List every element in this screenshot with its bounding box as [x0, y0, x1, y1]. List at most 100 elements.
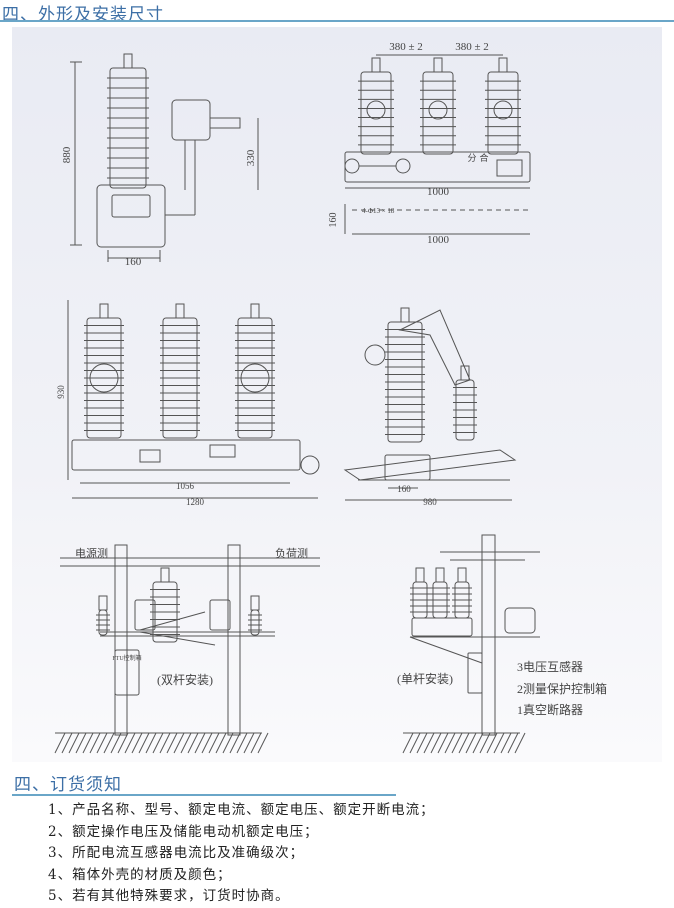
dim-holes: 4-Φ13 × 18	[362, 207, 395, 215]
drawing-box	[496, 159, 523, 177]
drawing-line	[229, 732, 241, 754]
drawing-box	[487, 71, 519, 155]
drawing-panel	[12, 27, 662, 762]
list-item: 4、箱体外壳的材质及颜色；	[48, 866, 232, 883]
drawing-line	[243, 732, 255, 754]
load-side-label: 负荷测	[275, 546, 308, 560]
title-divider	[0, 20, 674, 22]
drawing-box	[71, 439, 301, 471]
drawing-line	[472, 732, 484, 754]
side-view-drawing: 880 330 160	[61, 146, 257, 268]
drawing-line	[152, 732, 164, 754]
drawing-circle	[344, 158, 360, 174]
drawing-line	[54, 732, 66, 754]
isolator-side-drawing: 160 980	[397, 484, 437, 507]
terminal	[415, 567, 425, 583]
drawing-box	[209, 444, 236, 458]
ordering-divider	[12, 794, 396, 796]
operating-arm	[398, 309, 471, 386]
drawing-box	[209, 117, 241, 129]
terminal	[400, 307, 410, 323]
drawing-line	[96, 732, 108, 754]
terminal	[498, 57, 508, 73]
terminal	[99, 303, 109, 319]
drawing-line	[103, 732, 115, 754]
drawing-box	[422, 71, 454, 155]
drawing-line	[201, 732, 213, 754]
terminal	[457, 567, 467, 583]
drawing-line	[75, 732, 87, 754]
drawing-line	[131, 732, 143, 754]
front-view-drawing: 380 ± 2 380 ± 2 1000 160 4-Φ13 × 18 1000…	[328, 41, 489, 246]
drawing-box	[250, 609, 260, 636]
source-side-label: 电源测	[75, 546, 108, 560]
double-pole-caption: (双杆安装)	[157, 672, 213, 687]
drawing-line	[409, 732, 421, 754]
dim-ct-330: 330	[245, 149, 257, 166]
double-pole-installation: 电源测 负荷测 (双杆安装) FTU控制箱	[75, 546, 308, 687]
ordering-notes-list: 1、产品名称、型号、额定电流、额定电压、额定开断电流； 2、额定操作电压及储能电…	[48, 800, 435, 908]
dim-width-1056: 1056	[176, 481, 195, 491]
terminal	[123, 53, 133, 69]
legend-item-1: 1真空断路器	[517, 702, 583, 717]
terminal	[371, 57, 381, 73]
base-frame	[343, 449, 517, 481]
dim-width-980: 980	[423, 497, 437, 507]
drawing-box	[98, 609, 108, 636]
drawing-circle	[395, 158, 411, 174]
drawing-box	[360, 71, 392, 155]
drawing-box	[111, 194, 151, 218]
isolator-front-drawing: 930 1056 1280	[56, 385, 205, 507]
drawing-box	[139, 449, 161, 463]
drawing-line	[222, 732, 234, 754]
drawing-line	[173, 732, 185, 754]
drawing-line	[507, 732, 519, 754]
drawing-box	[96, 184, 166, 248]
terminal	[160, 567, 170, 583]
drawing-circle	[366, 100, 386, 120]
drawing-line	[110, 732, 122, 754]
drawing-box	[114, 649, 140, 696]
drawing-line	[145, 732, 157, 754]
drawing-box	[504, 607, 536, 634]
dim-pitch-right: 380 ± 2	[455, 41, 489, 53]
terminal	[250, 595, 260, 611]
drawing-box	[209, 599, 231, 631]
section-title-ordering: 四、订货须知	[14, 775, 122, 795]
drawing-line	[159, 732, 171, 754]
drawing-circle	[493, 100, 513, 120]
drawing-line	[61, 732, 73, 754]
dim-height-880: 880	[61, 146, 73, 163]
drawing-box	[344, 151, 531, 183]
ftu-box-label: FTU控制箱	[112, 654, 141, 662]
drawing-box	[481, 534, 496, 736]
drawing-line	[139, 631, 216, 646]
single-pole-installation: (单杆安装) 3电压互感器 2测量保护控制箱 1真空断路器	[397, 659, 607, 717]
terminal	[250, 303, 260, 319]
drawing-line	[409, 636, 483, 664]
open-label: 分	[467, 153, 476, 163]
drawing-line	[402, 732, 414, 754]
drawing-line	[82, 732, 94, 754]
drawing-box	[134, 599, 156, 631]
drawing-line	[416, 732, 428, 754]
drawing-line	[458, 732, 470, 754]
drawing-circle	[300, 455, 320, 475]
close-label: 合	[479, 152, 488, 163]
drawing-line	[194, 732, 206, 754]
dim-width-bottom: 1000	[427, 234, 450, 246]
drawing-line	[89, 732, 101, 754]
drawing-box	[227, 544, 241, 736]
drawing-line	[166, 732, 178, 754]
drawing-line	[493, 732, 505, 754]
dim-pitch-left: 380 ± 2	[389, 41, 423, 53]
list-item: 3、所配电流互感器电流比及准确级次；	[48, 845, 305, 861]
drawing-line	[180, 732, 192, 754]
terminal	[175, 303, 185, 319]
drawing-circle	[240, 363, 270, 393]
drawing-line	[117, 732, 129, 754]
drawing-box	[114, 544, 128, 736]
drawing-line	[250, 732, 262, 754]
drawing-line	[68, 732, 80, 754]
